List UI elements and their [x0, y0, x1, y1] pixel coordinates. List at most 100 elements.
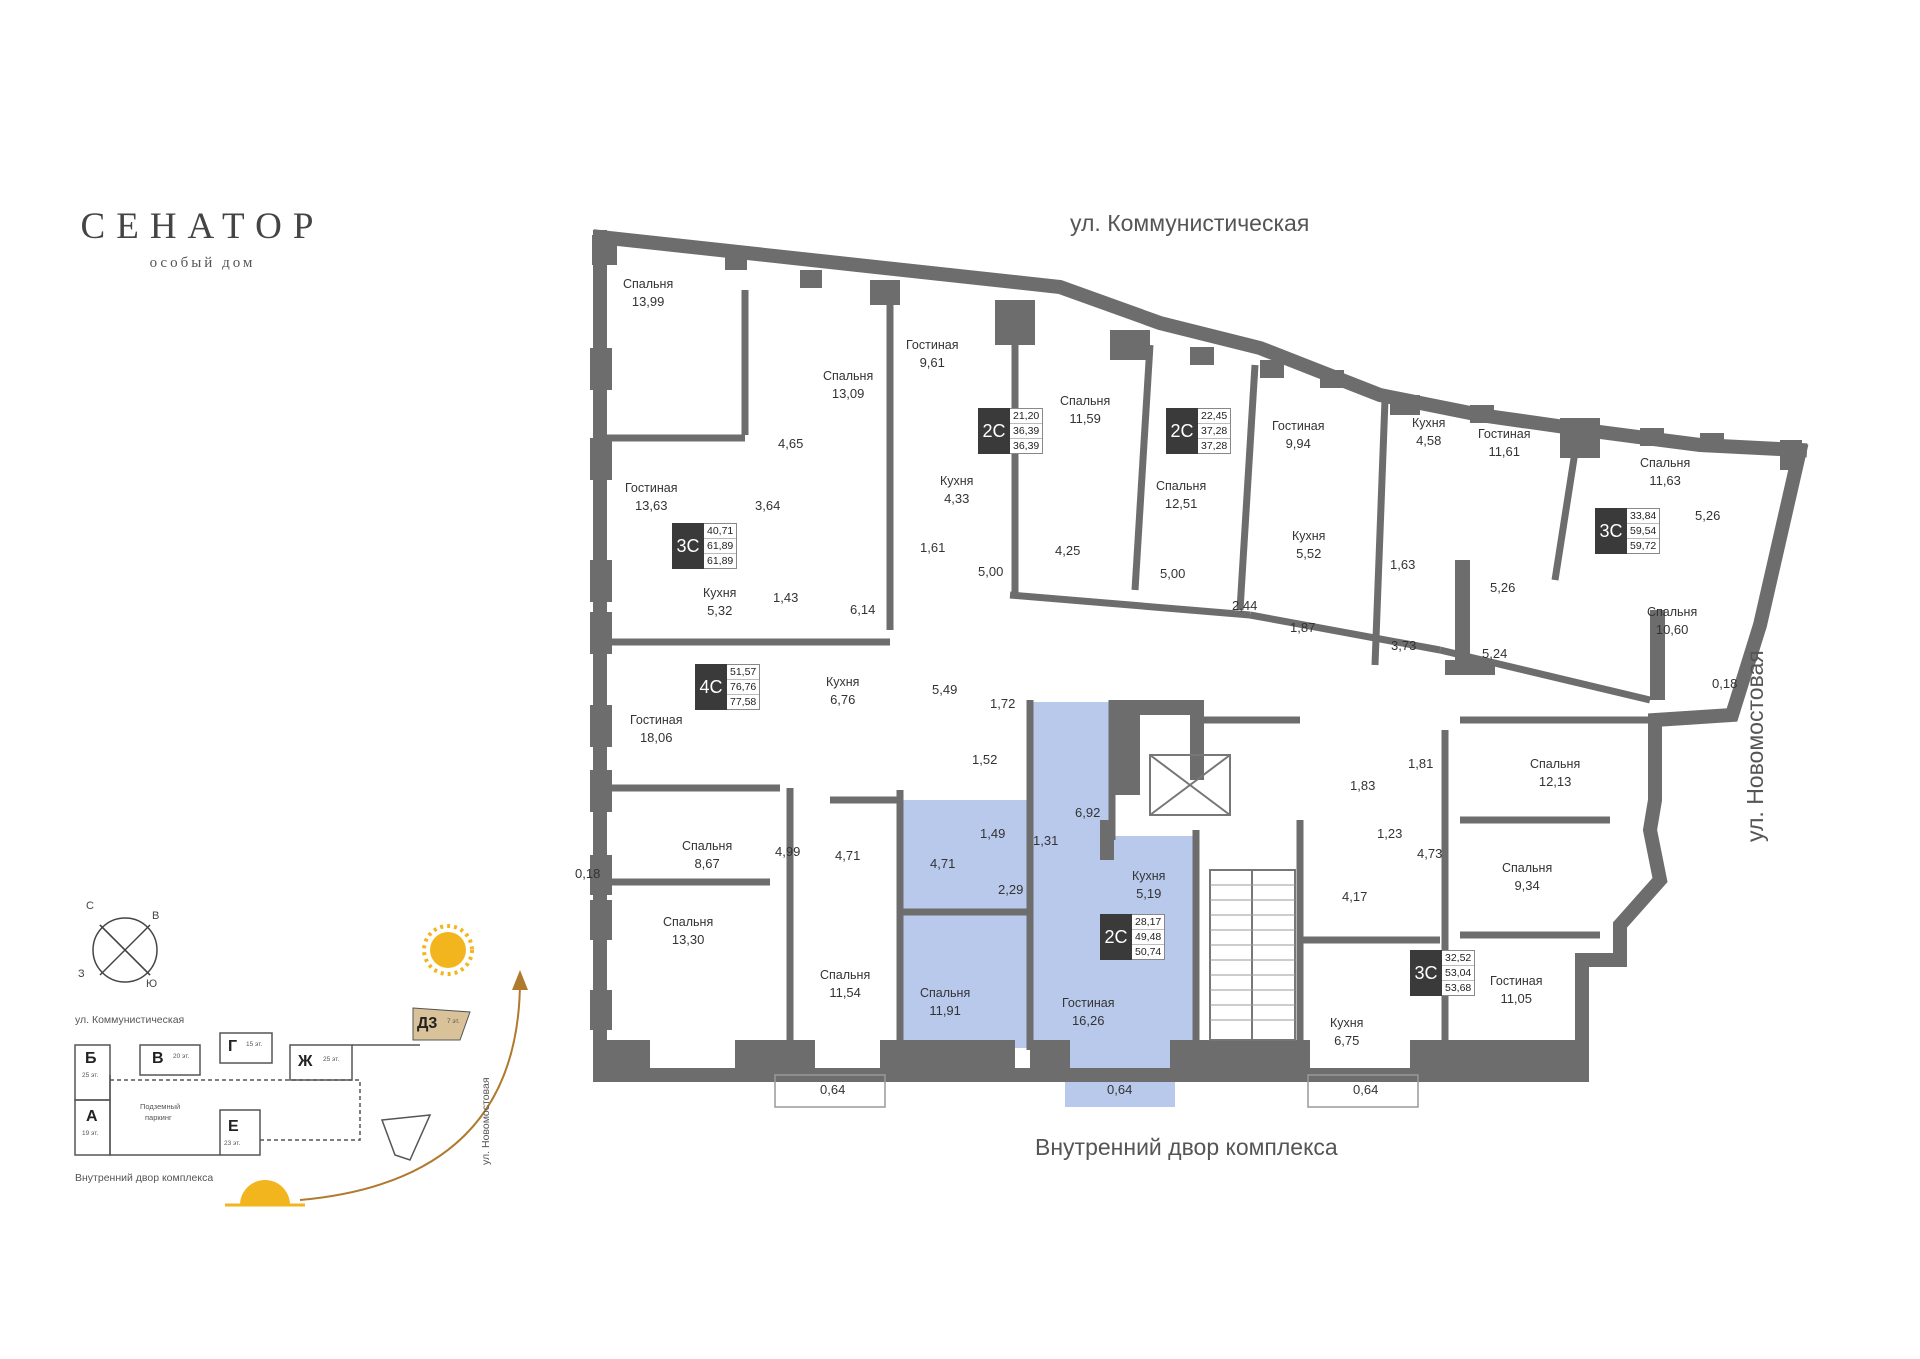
interior-walls	[600, 290, 1651, 1060]
area-living: 21,20	[1010, 409, 1043, 424]
dimension-label: 2,29	[998, 882, 1024, 897]
minimap-block-floors: 23 эт.	[224, 1140, 241, 1147]
apartment-code: 3С	[1410, 950, 1442, 996]
area-total: 36,39	[1010, 424, 1043, 439]
street-label-bottom: Внутренний двор комплекса	[1035, 1134, 1338, 1160]
apartment-code: 2С	[978, 408, 1010, 454]
dimension-label: 5,26	[1695, 508, 1721, 523]
dimension-label: 5,49	[932, 682, 958, 697]
street-label-right: ул. Новомостовая	[1742, 650, 1768, 842]
dimension-label: 5,24	[1482, 646, 1508, 661]
dimension-label: 5,26	[1490, 580, 1516, 595]
minimap-block-letter: Б	[85, 1050, 97, 1067]
dimension-label: 1,72	[990, 696, 1016, 711]
minimap-street-top: ул. Коммунистическая	[75, 1014, 185, 1026]
dimension-label: 1,87	[1290, 620, 1316, 635]
apartment-code: 3С	[672, 523, 704, 569]
dimension-label: 4,73	[1417, 846, 1443, 861]
dimension-label: 0,18	[1712, 676, 1738, 691]
apartment-code: 3С	[1595, 508, 1627, 554]
dimension-label: 1,81	[1408, 756, 1434, 771]
minimap-block-letter: А	[86, 1108, 98, 1125]
area-with-balcony: 37,28	[1201, 440, 1228, 452]
area-living: 51,57	[727, 665, 760, 680]
facade-piers	[590, 235, 1802, 1075]
sun-icon	[422, 924, 474, 976]
area-living: 32,52	[1442, 951, 1475, 966]
area-with-balcony: 36,39	[1013, 440, 1040, 452]
apartment-code: 4С	[695, 664, 727, 710]
dimension-label: 1,49	[980, 826, 1006, 841]
area-with-balcony: 53,68	[1445, 982, 1472, 994]
dimension-label: 1,61	[920, 540, 946, 555]
dimension-label: 4,17	[1342, 889, 1368, 904]
dimension-label: 0,64	[1107, 1082, 1133, 1097]
area-with-balcony: 59,72	[1630, 540, 1657, 552]
area-total: 59,54	[1627, 524, 1660, 539]
area-total: 76,76	[727, 680, 760, 695]
area-living: 22,45	[1198, 409, 1231, 424]
compass-icon	[92, 917, 158, 983]
minimap-block-floors: 7 эт.	[447, 1018, 460, 1025]
brand-subtitle: особый дом	[149, 255, 256, 271]
minimap-block-letter: Е	[228, 1118, 239, 1135]
dimension-label: 3,73	[1391, 638, 1417, 653]
area-total: 61,89	[704, 539, 737, 554]
minimap-block-letter: В	[152, 1050, 164, 1067]
dimension-label: 6,92	[1075, 805, 1101, 820]
sunrise-icon	[225, 1180, 305, 1207]
core	[1149, 754, 1296, 1041]
minimap-parking-line2: паркинг	[145, 1113, 172, 1122]
dimension-label: 0,64	[1353, 1082, 1379, 1097]
dimension-label: 1,23	[1377, 826, 1403, 841]
apartment-code: 2С	[1166, 408, 1198, 454]
area-living: 28,17	[1132, 915, 1165, 930]
minimap-block-floors: 25 эт.	[82, 1072, 99, 1079]
stair-steps	[1210, 884, 1295, 1021]
minimap-block-letter-selected: Д3	[417, 1015, 438, 1032]
dimension-label: 1,43	[773, 590, 799, 605]
dimension-label: 1,31	[1033, 833, 1059, 848]
area-with-balcony: 61,89	[707, 555, 734, 567]
minimap-block-floors: 20 эт.	[173, 1053, 190, 1060]
compass-west: З	[78, 968, 85, 980]
selected-apartment-highlight[interactable]	[902, 702, 1196, 1052]
block-g	[219, 1032, 273, 1064]
area-total: 49,48	[1132, 930, 1165, 945]
dimension-label: 6,14	[850, 602, 876, 617]
dimension-label: 0,18	[575, 866, 601, 881]
dimension-label: 1,83	[1350, 778, 1376, 793]
block-e	[219, 1109, 261, 1156]
area-total: 37,28	[1198, 424, 1231, 439]
area-living: 33,84	[1627, 509, 1660, 524]
dimension-label: 1,52	[972, 752, 998, 767]
area-with-balcony: 77,58	[730, 696, 757, 708]
compass-north: С	[86, 900, 94, 912]
block-d3-selected	[412, 1007, 471, 1041]
